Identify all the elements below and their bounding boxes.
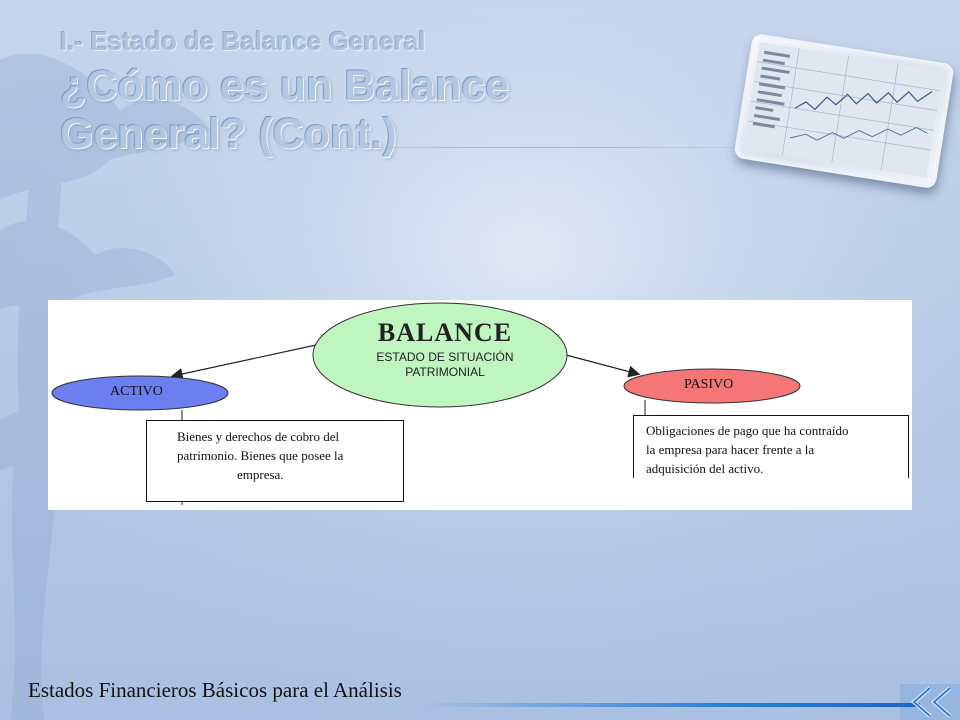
footer-accent-bar	[420, 703, 920, 707]
stock-chart-illustration	[742, 41, 944, 178]
slide-title-line2: General? (Cont.)	[60, 110, 397, 158]
balance-subtitle-line1: ESTADO DE SITUACIÓN	[376, 350, 514, 364]
activo-desc-line3: empresa.	[237, 467, 284, 482]
balance-subtitle: ESTADO DE SITUACIÓN PATRIMONIAL	[350, 350, 540, 380]
activo-description-box: Bienes y derechos de cobro del patrimoni…	[146, 420, 404, 502]
balance-diagram: BALANCE ESTADO DE SITUACIÓN PATRIMONIAL …	[48, 300, 912, 510]
pasivo-description-box: Obligaciones de pago que ha contraído la…	[633, 415, 909, 478]
balance-ellipse	[312, 302, 568, 408]
stock-chart-photo	[733, 32, 955, 190]
title-underline	[300, 147, 780, 148]
arrow-to-activo	[170, 344, 317, 380]
activo-label: ACTIVO	[110, 384, 163, 399]
arrow-to-pasivo	[565, 354, 641, 378]
double-chevron-left-icon[interactable]	[900, 684, 960, 720]
title-block: I.- Estado de Balance General ¿Cómo es u…	[60, 24, 760, 158]
slide-footer: Estados Financieros Básicos para el Anál…	[28, 678, 402, 702]
activo-desc-line1: Bienes y derechos de cobro del	[177, 429, 340, 444]
slide-subtitle: I.- Estado de Balance General	[60, 26, 426, 56]
diagram-shapes	[51, 302, 801, 505]
slide-title-line1: ¿Cómo es un Balance	[60, 62, 510, 110]
activo-ellipse	[51, 375, 229, 411]
pasivo-desc-line1: Obligaciones de pago que ha contraído	[646, 423, 849, 438]
pasivo-ellipse	[623, 368, 801, 404]
pasivo-desc-line3: adquisición del activo.	[646, 461, 764, 476]
pasivo-desc-line2: la empresa para hacer frente a la	[646, 442, 815, 457]
balance-subtitle-line2: PATRIMONIAL	[405, 365, 485, 379]
slide-title: ¿Cómo es un Balance General? (Cont.)	[60, 62, 760, 158]
activo-desc-line2: patrimonio. Bienes que posee la	[177, 448, 344, 463]
pasivo-label: PASIVO	[684, 377, 734, 392]
balance-title: BALANCE	[377, 318, 513, 347]
